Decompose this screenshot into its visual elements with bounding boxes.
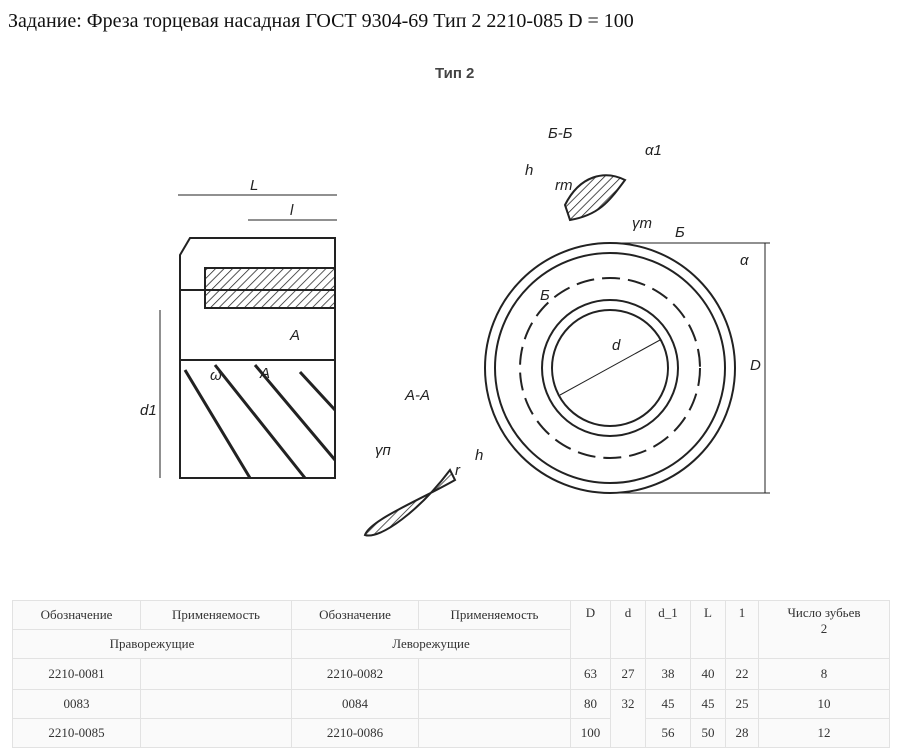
dim-h-top: h xyxy=(525,162,533,179)
cell-D: 80 xyxy=(570,689,611,719)
angle-gp: γп xyxy=(375,442,391,459)
cell-l: 25 xyxy=(725,689,759,719)
section-aa-label: А-А xyxy=(404,387,430,404)
angle-alpha: α xyxy=(740,252,749,269)
cell-prim1 xyxy=(140,718,292,748)
type-label: Тип 2 xyxy=(435,65,474,82)
header-D: D xyxy=(570,600,611,659)
cell-D: 100 xyxy=(570,718,611,748)
header-d1: d_1 xyxy=(645,600,691,659)
cell-L: 50 xyxy=(690,718,726,748)
cell-prim1 xyxy=(140,689,292,719)
cell-prim1 xyxy=(140,658,292,690)
section-bb-label: Б-Б xyxy=(548,125,573,142)
cell-teeth: 8 xyxy=(758,658,890,690)
dimensions-table: Обозначение Применяемость Обозначение Пр… xyxy=(12,600,890,748)
header-right-cutting: Праворежущие xyxy=(12,629,292,659)
header-prim-left: Применяемость xyxy=(418,600,571,630)
cell-d1: 38 xyxy=(645,658,691,690)
section-b-mark: Б xyxy=(675,224,685,241)
header-oboz-left: Обозначение xyxy=(291,600,419,630)
cell-L: 40 xyxy=(690,658,726,690)
cell-oboz1: 0083 xyxy=(12,689,141,719)
header-L: L xyxy=(690,600,726,659)
teeth-label: Число зубьев xyxy=(787,605,861,620)
dim-l: l xyxy=(290,202,294,219)
cell-d: 27 xyxy=(610,658,646,690)
header-left-cutting: Леворежущие xyxy=(291,629,571,659)
cell-D: 63 xyxy=(570,658,611,690)
cell-oboz2: 0084 xyxy=(291,689,419,719)
header-prim-right: Применяемость xyxy=(140,600,292,630)
dim-D: D xyxy=(750,357,761,374)
cell-d1: 45 xyxy=(645,689,691,719)
dim-d1: d1 xyxy=(140,402,157,419)
angle-gt: γт xyxy=(632,215,652,232)
angle-alpha1: α1 xyxy=(645,142,662,159)
cell-prim2 xyxy=(418,658,571,690)
cell-oboz2: 2210-0082 xyxy=(291,658,419,690)
section-a-top: A xyxy=(289,327,300,344)
cell-l: 22 xyxy=(725,658,759,690)
cell-oboz1: 2210-0081 xyxy=(12,658,141,690)
cell-prim2 xyxy=(418,689,571,719)
page-title: Задание: Фреза торцевая насадная ГОСТ 93… xyxy=(8,10,634,32)
header-l: 1 xyxy=(725,600,759,659)
section-a-bottom: A xyxy=(259,365,270,382)
cell-l: 28 xyxy=(725,718,759,748)
header-oboz-right: Обозначение xyxy=(12,600,141,630)
header-d: d xyxy=(610,600,646,659)
technical-drawing: Тип 2 L l A A ω d1 Б-Б α1 h rт γт Б α Б … xyxy=(140,65,770,537)
front-view xyxy=(363,174,770,537)
radius-rt: rт xyxy=(555,177,573,194)
cell-d1: 56 xyxy=(645,718,691,748)
cell-teeth: 12 xyxy=(758,718,890,748)
section-b-mark-2: Б xyxy=(540,287,550,304)
cell-L: 45 xyxy=(690,689,726,719)
side-view xyxy=(159,194,337,479)
cell-prim2 xyxy=(418,718,571,748)
cell-teeth: 10 xyxy=(758,689,890,719)
angle-omega: ω xyxy=(210,367,222,384)
dim-d: d xyxy=(612,337,621,354)
teeth-sub: 2 xyxy=(820,621,828,636)
dim-h: h xyxy=(475,447,483,464)
radius-r: r xyxy=(455,462,461,479)
cell-d: 32 xyxy=(610,689,646,748)
cell-oboz2: 2210-0086 xyxy=(291,718,419,748)
dim-L: L xyxy=(250,177,258,194)
cell-oboz1: 2210-0085 xyxy=(12,718,141,748)
